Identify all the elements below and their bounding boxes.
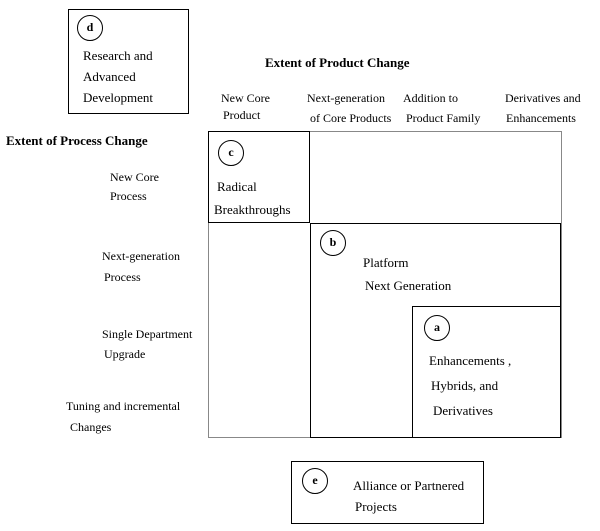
research-line1: Research and <box>83 48 153 63</box>
alliance-line1: Alliance or Partnered <box>353 478 465 493</box>
platform-box: b Platform Next Generation <box>310 223 561 438</box>
row-header-single-dept-1: Single Department <box>102 327 193 341</box>
row-header-new-core-process-1: New Core <box>110 170 159 184</box>
product-change-title: Extent of Product Change <box>265 55 410 70</box>
col-header-next-gen-2: of Core Products <box>310 111 392 125</box>
col-header-new-core-product-2: Product <box>223 108 261 122</box>
row-header-tuning-1: Tuning and incremental <box>66 399 181 413</box>
research-line2: Advanced <box>83 69 136 84</box>
label-a: a <box>424 315 450 341</box>
col-header-derivatives-1: Derivatives and <box>505 91 581 105</box>
enhancements-line1: Enhancements , <box>429 353 512 368</box>
col-header-addition-2: Product Family <box>406 111 481 125</box>
radical-line1: Radical <box>217 179 257 194</box>
research-line3: Development <box>83 90 154 105</box>
col-header-new-core-product-1: New Core <box>221 91 270 105</box>
process-change-title: Extent of Process Change <box>6 133 148 148</box>
research-box: d Research and Advanced Development <box>68 9 189 114</box>
label-d: d <box>77 15 103 41</box>
row-header-new-core-process-2: Process <box>110 189 147 203</box>
enhancements-line3: Derivatives <box>433 403 493 418</box>
row-header-next-gen-process-2: Process <box>104 270 141 284</box>
radical-line2: Breakthroughs <box>214 202 291 217</box>
alliance-box: e Alliance or Partnered Projects <box>291 461 484 524</box>
label-e: e <box>302 468 328 494</box>
row-header-tuning-2: Changes <box>70 420 112 434</box>
platform-line2: Next Generation <box>365 278 452 293</box>
platform-line1: Platform <box>363 255 409 270</box>
label-c: c <box>218 140 244 166</box>
col-header-next-gen-1: Next-generation <box>307 91 385 105</box>
row-header-next-gen-process-1: Next-generation <box>102 249 180 263</box>
row-header-single-dept-2: Upgrade <box>104 347 146 361</box>
label-b: b <box>320 230 346 256</box>
enhancements-box: a Enhancements , Hybrids, and Derivative… <box>412 306 561 438</box>
radical-breakthroughs-box: c Radical Breakthroughs <box>208 131 310 223</box>
col-header-derivatives-2: Enhancements <box>506 111 576 125</box>
col-header-addition-1: Addition to <box>403 91 459 105</box>
alliance-line2: Projects <box>355 499 397 514</box>
enhancements-line2: Hybrids, and <box>431 378 499 393</box>
